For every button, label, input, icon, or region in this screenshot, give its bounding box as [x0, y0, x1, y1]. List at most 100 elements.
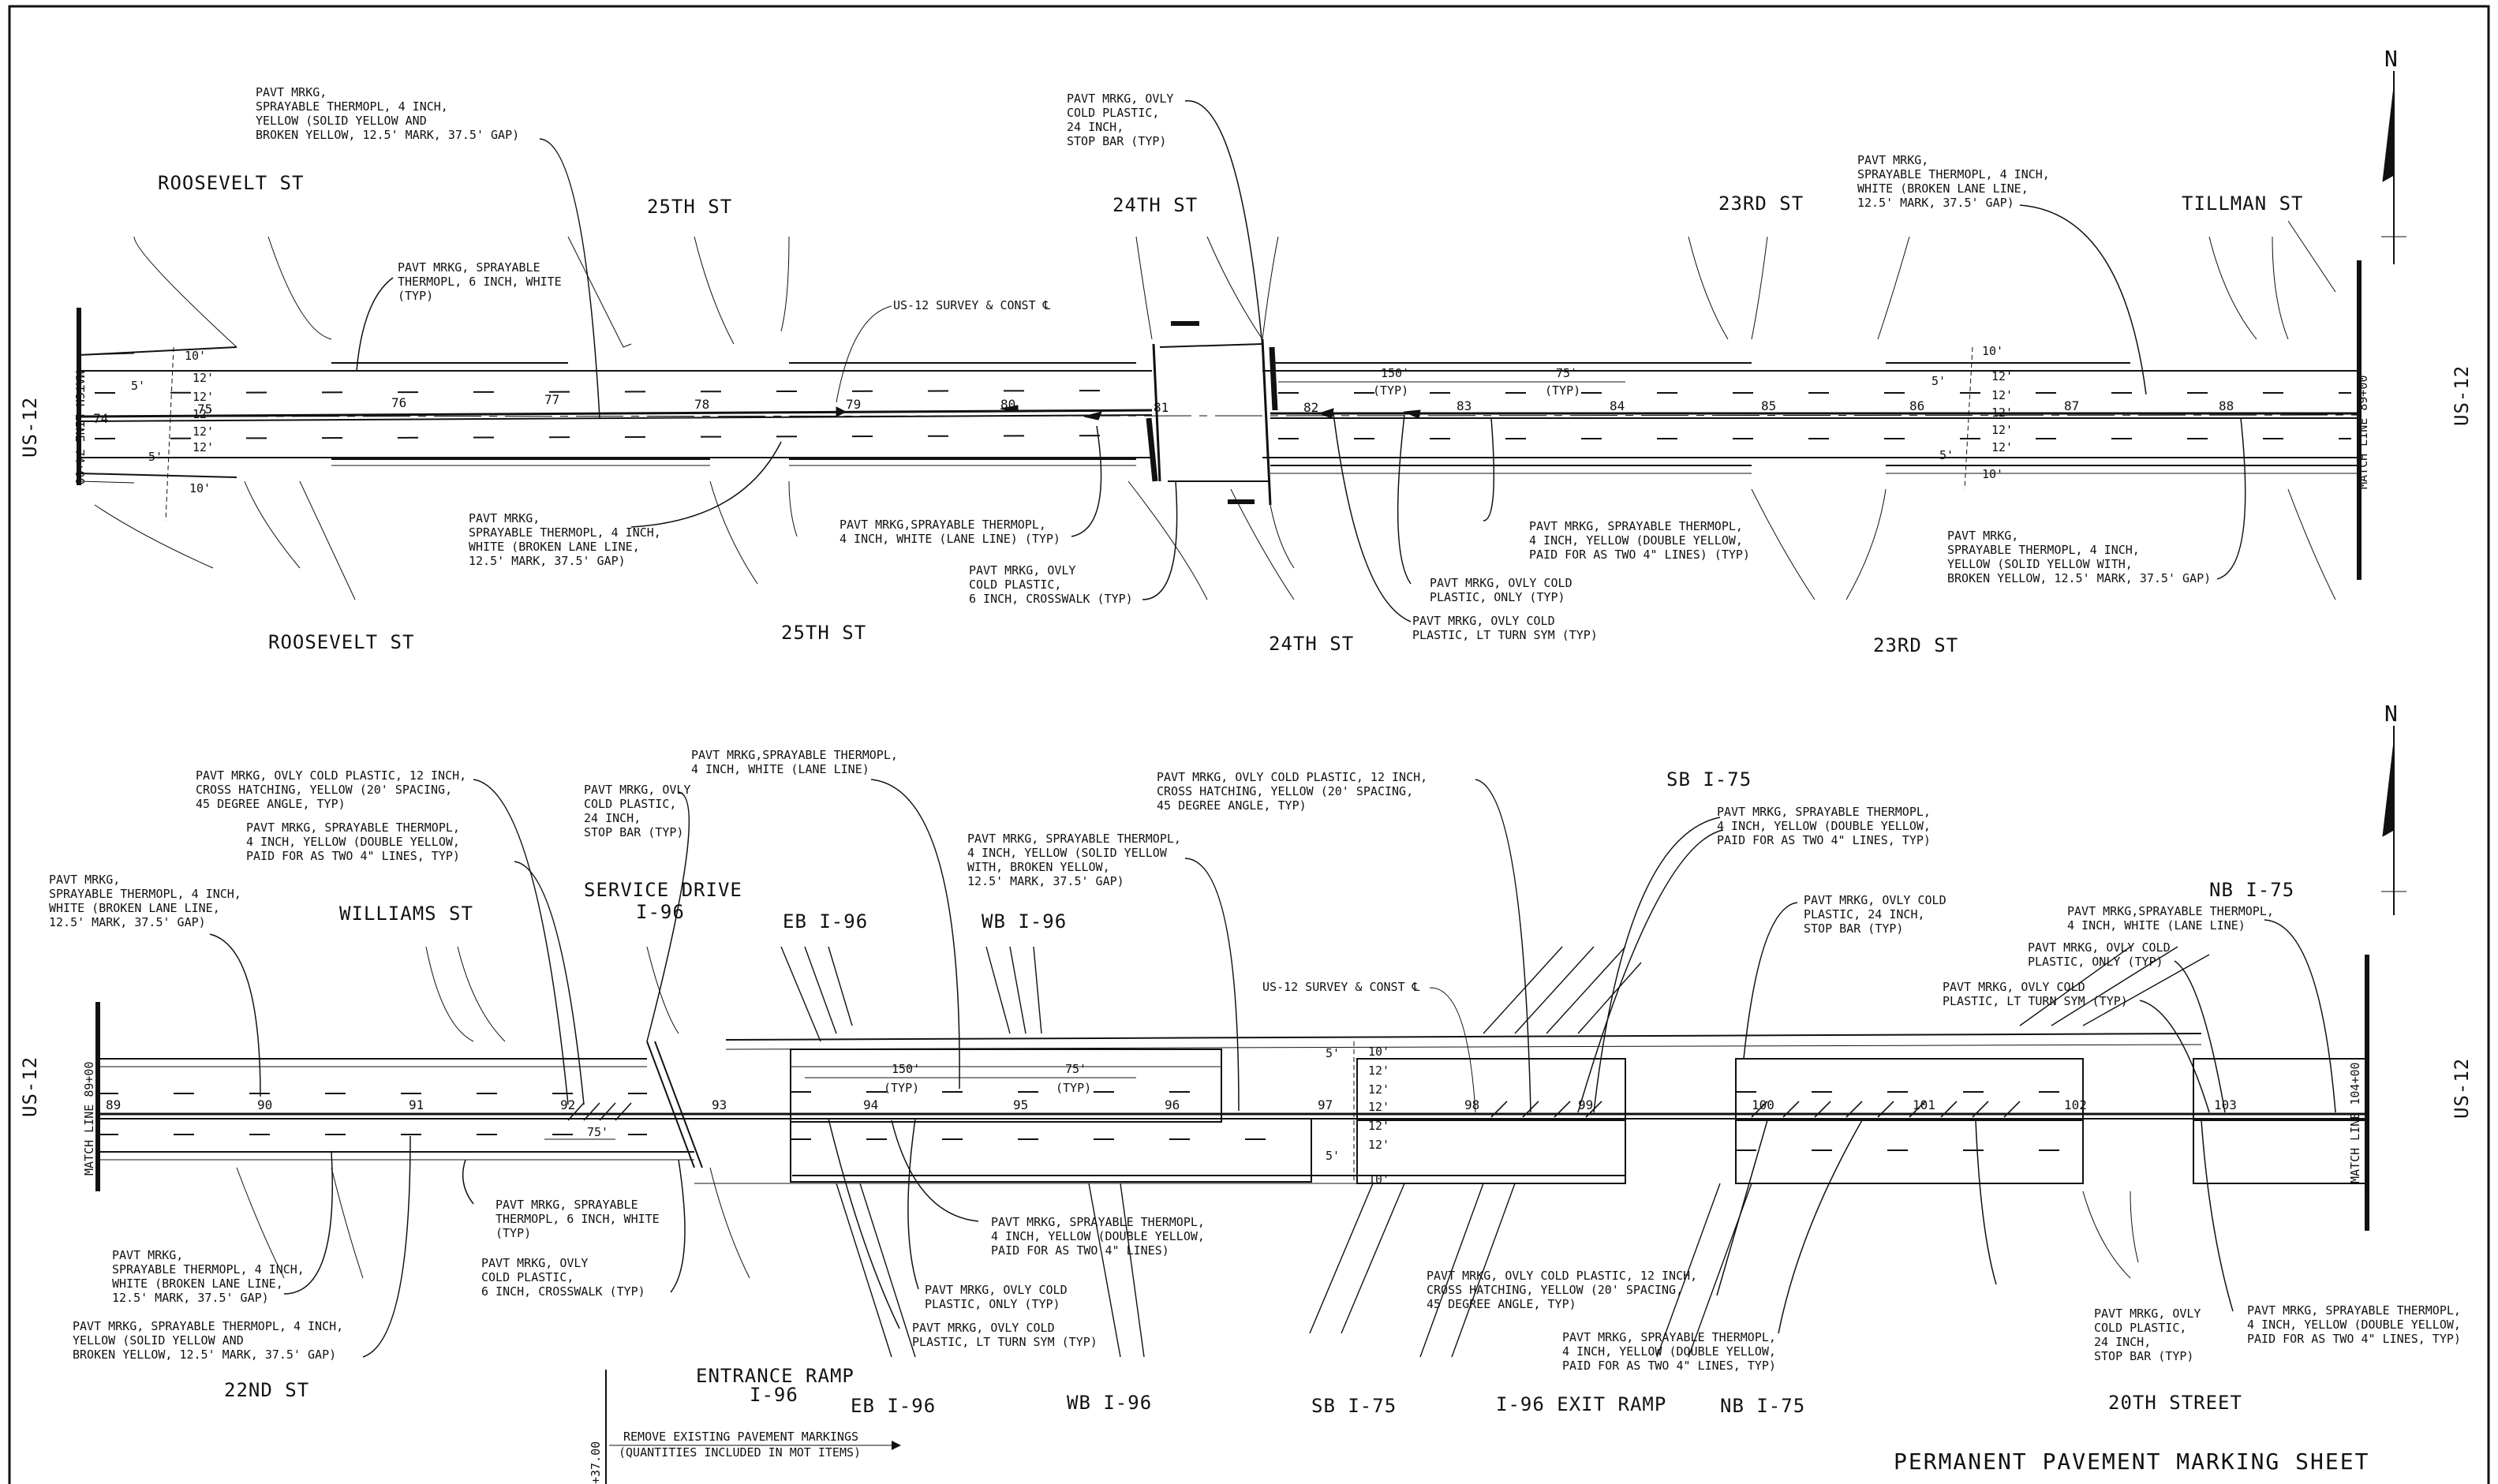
- note-line: PAVT MRKG,SPRAYABLE THERMOPL,: [2067, 904, 2274, 918]
- top-roadway: [77, 220, 2362, 600]
- bottom-street-eb-i96-above: EB I-96: [783, 910, 868, 933]
- note-line: PAVT MRKG,SPRAYABLE THERMOPL,: [840, 518, 1046, 532]
- station-label: 79: [846, 397, 861, 412]
- note-line: PAVT MRKG, OVLY COLD: [912, 1321, 1055, 1335]
- note-line: 12.5' MARK, 37.5' GAP): [112, 1291, 269, 1305]
- note-line: WITH, BROKEN YELLOW,: [967, 860, 1110, 874]
- note-line: 12.5' MARK, 37.5' GAP): [49, 915, 206, 929]
- top-notes: PAVT MRKG,SPRAYABLE THERMOPL, 4 INCH,YEL…: [256, 85, 2211, 642]
- note-line: CROSS HATCHING, YELLOW (20' SPACING,: [196, 783, 452, 797]
- top-survey-label: US-12 SURVEY & CONST ℄: [893, 298, 1051, 312]
- note-line: THERMOPL, 6 INCH, WHITE: [495, 1212, 660, 1226]
- station-label: 98: [1464, 1097, 1479, 1112]
- note-line: PLASTIC, LT TURN SYM (TYP): [912, 1335, 1098, 1349]
- top-street-25th-below: 25TH ST: [781, 622, 866, 644]
- note-line: PAVT MRKG, OVLY: [481, 1256, 588, 1270]
- route-label-top-right: US-12: [2451, 365, 2473, 426]
- lane-dim: 12': [1368, 1119, 1389, 1133]
- note-line: 24 INCH,: [584, 811, 641, 825]
- station-label: 86: [1909, 398, 1924, 413]
- lane-dim: 5': [1326, 1149, 1340, 1163]
- lane-dim: 10': [189, 481, 211, 495]
- note-line: PAID FOR AS TWO 4" LINES) (TYP): [1529, 548, 1750, 562]
- lane-dim: 12': [193, 424, 214, 439]
- note-line: PAVT MRKG, OVLY COLD PLASTIC, 12 INCH,: [196, 768, 466, 783]
- bottom-street-wb-i96-above: WB I-96: [982, 910, 1067, 933]
- lane-dim: 12': [1991, 440, 2013, 454]
- note-line: STOP BAR (TYP): [584, 825, 683, 839]
- svg-text:N: N: [2384, 701, 2399, 727]
- note-line: PAID FOR AS TWO 4" LINES): [991, 1243, 1169, 1258]
- svg-text:REMOVE EXISTING PAVEMENT MARKI: REMOVE EXISTING PAVEMENT MARKINGS: [623, 1430, 858, 1444]
- note-line: PAVT MRKG, SPRAYABLE THERMOPL,: [1562, 1330, 1776, 1344]
- svg-text:75': 75': [587, 1125, 608, 1139]
- station-label: 94: [863, 1097, 878, 1112]
- note-line: PAVT MRKG, OVLY: [969, 563, 1075, 578]
- lane-dim: 10': [1982, 467, 2003, 481]
- station-label: 88: [2219, 398, 2234, 413]
- station-label: 93: [712, 1097, 727, 1112]
- bottom-street-service-drive: SERVICE DRIVE: [584, 879, 742, 901]
- note-line: SPRAYABLE THERMOPL, 4 INCH,: [49, 887, 241, 901]
- note-line: PAVT MRKG, OVLY COLD: [925, 1283, 1068, 1297]
- lane-dim: 10': [1368, 1045, 1389, 1059]
- top-lane-dims-left: 10'5'12'12'12'12'12'5'10': [131, 349, 214, 495]
- svg-text:150': 150': [1381, 366, 1409, 380]
- top-leaders: [356, 100, 2246, 622]
- lane-dim: 12': [1368, 1100, 1389, 1114]
- bottom-street-i96-below: I-96: [750, 1384, 798, 1406]
- bottom-match-right: MATCH LINE 104+00: [2348, 1062, 2362, 1183]
- bottom-survey-label: US-12 SURVEY & CONST ℄: [1262, 980, 1420, 994]
- note-line: SPRAYABLE THERMOPL, 4 INCH,: [469, 525, 661, 540]
- svg-text:N: N: [2384, 46, 2399, 72]
- note-line: 45 DEGREE ANGLE, TYP): [196, 797, 346, 811]
- bottom-street-sb-i75-below: SB I-75: [1311, 1395, 1397, 1417]
- bottom-street-williams: WILLIAMS ST: [339, 903, 473, 925]
- note-line: COLD PLASTIC,: [481, 1270, 574, 1284]
- bottom-street-nb-i75-below: NB I-75: [1720, 1395, 1805, 1417]
- note-line: 4 INCH, YELLOW (DOUBLE YELLOW,: [2247, 1318, 2461, 1332]
- station-label: 101: [1913, 1097, 1935, 1112]
- note-line: PAID FOR AS TWO 4" LINES, TYP): [246, 849, 460, 863]
- note-line: COLD PLASTIC,: [2094, 1321, 2186, 1335]
- station-label: 96: [1165, 1097, 1180, 1112]
- lane-dim: 12': [1991, 369, 2013, 383]
- note-line: BROKEN YELLOW, 12.5' MARK, 37.5' GAP): [256, 128, 519, 142]
- note-line: STOP BAR (TYP): [1804, 921, 1903, 936]
- north-arrow-bottom: N: [2381, 701, 2406, 915]
- lane-dim: 12': [193, 390, 214, 404]
- note-line: PAVT MRKG, SPRAYABLE: [495, 1198, 638, 1212]
- route-label-bottom-right: US-12: [2451, 1058, 2473, 1119]
- bottom-roadway: [95, 946, 2369, 1484]
- station-label: 78: [694, 397, 709, 412]
- top-spacing-dims: 150' (TYP) 75' (TYP): [1278, 366, 1625, 398]
- bottom-notes: PAVT MRKG, OVLY COLD PLASTIC, 12 INCH,CR…: [49, 748, 2461, 1373]
- station-label: 103: [2214, 1097, 2237, 1112]
- svg-text:(QUANTITIES INCLUDED IN MOT IT: (QUANTITIES INCLUDED IN MOT ITEMS): [619, 1445, 861, 1460]
- station-label: 80: [1000, 397, 1015, 412]
- note-line: PAVT MRKG, OVLY COLD: [1430, 576, 1572, 590]
- top-street-roosevelt-above: ROOSEVELT ST: [158, 172, 304, 194]
- lane-dim: 12': [1368, 1063, 1389, 1078]
- bottom-match-left: MATCH LINE 89+00: [82, 1062, 96, 1176]
- note-line: WHITE (BROKEN LANE LINE,: [1857, 181, 2029, 196]
- note-line: 4 INCH, YELLOW (DOUBLE YELLOW,: [1717, 819, 1931, 833]
- station-label: 100: [1752, 1097, 1774, 1112]
- bottom-street-nb-i75-above: NB I-75: [2209, 879, 2294, 901]
- top-match-right: MATCH LINE 89+00: [2356, 376, 2370, 490]
- note-line: 4 INCH, YELLOW (DOUBLE YELLOW,: [991, 1229, 1205, 1243]
- note-line: SPRAYABLE THERMOPL, 4 INCH,: [1857, 167, 2050, 181]
- svg-text:(TYP): (TYP): [1373, 383, 1408, 398]
- note-line: PAID FOR AS TWO 4" LINES, TYP): [1562, 1359, 1776, 1373]
- note-line: SPRAYABLE THERMOPL, 4 INCH,: [112, 1262, 305, 1277]
- bottom-street-eb-i96-below: EB I-96: [851, 1395, 936, 1417]
- lane-dim: 12': [1991, 388, 2013, 402]
- note-line: WHITE (BROKEN LANE LINE,: [49, 901, 220, 915]
- station-label: 89: [106, 1097, 121, 1112]
- station-label: 85: [1761, 398, 1776, 413]
- note-line: THERMOPL, 6 INCH, WHITE: [398, 275, 562, 289]
- note-line: 4 INCH, YELLOW (SOLID YELLOW: [967, 846, 1168, 860]
